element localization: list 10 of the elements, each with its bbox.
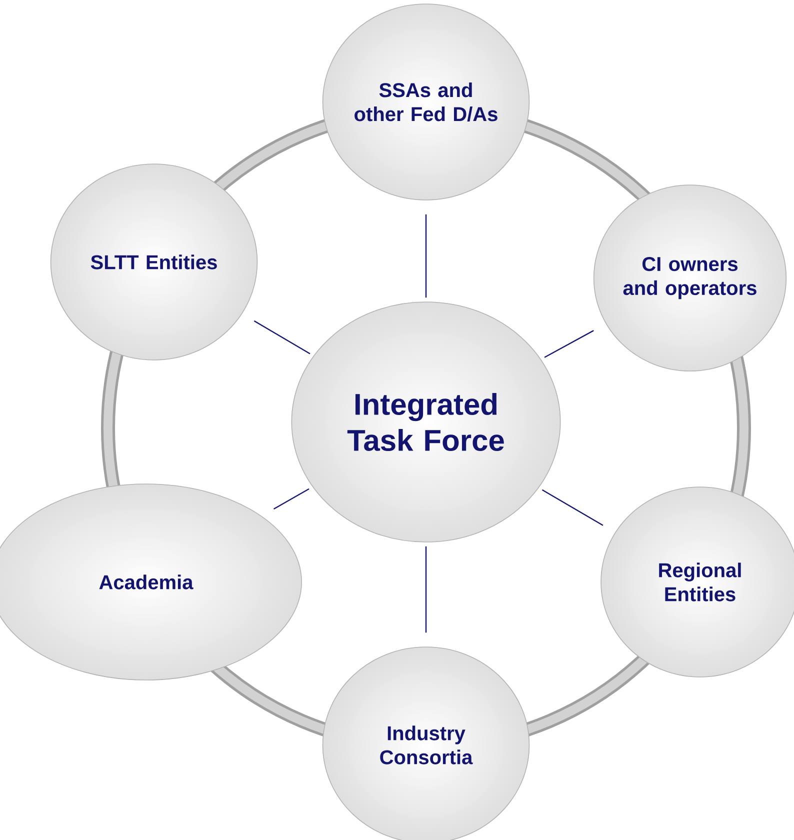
connector-line: [425, 214, 427, 298]
circle-node: CI owners and operators: [593, 184, 787, 372]
connector-line: [425, 546, 427, 633]
connector-line: [544, 330, 594, 358]
circle-node: SSAs and other Fed D/As: [322, 4, 530, 200]
circle-node: Integrated Task Force: [291, 302, 561, 542]
connector-line: [273, 488, 310, 510]
connector-line: [254, 320, 310, 354]
connector-line: [542, 489, 604, 526]
circle-node: SLTT Entities: [50, 164, 258, 360]
